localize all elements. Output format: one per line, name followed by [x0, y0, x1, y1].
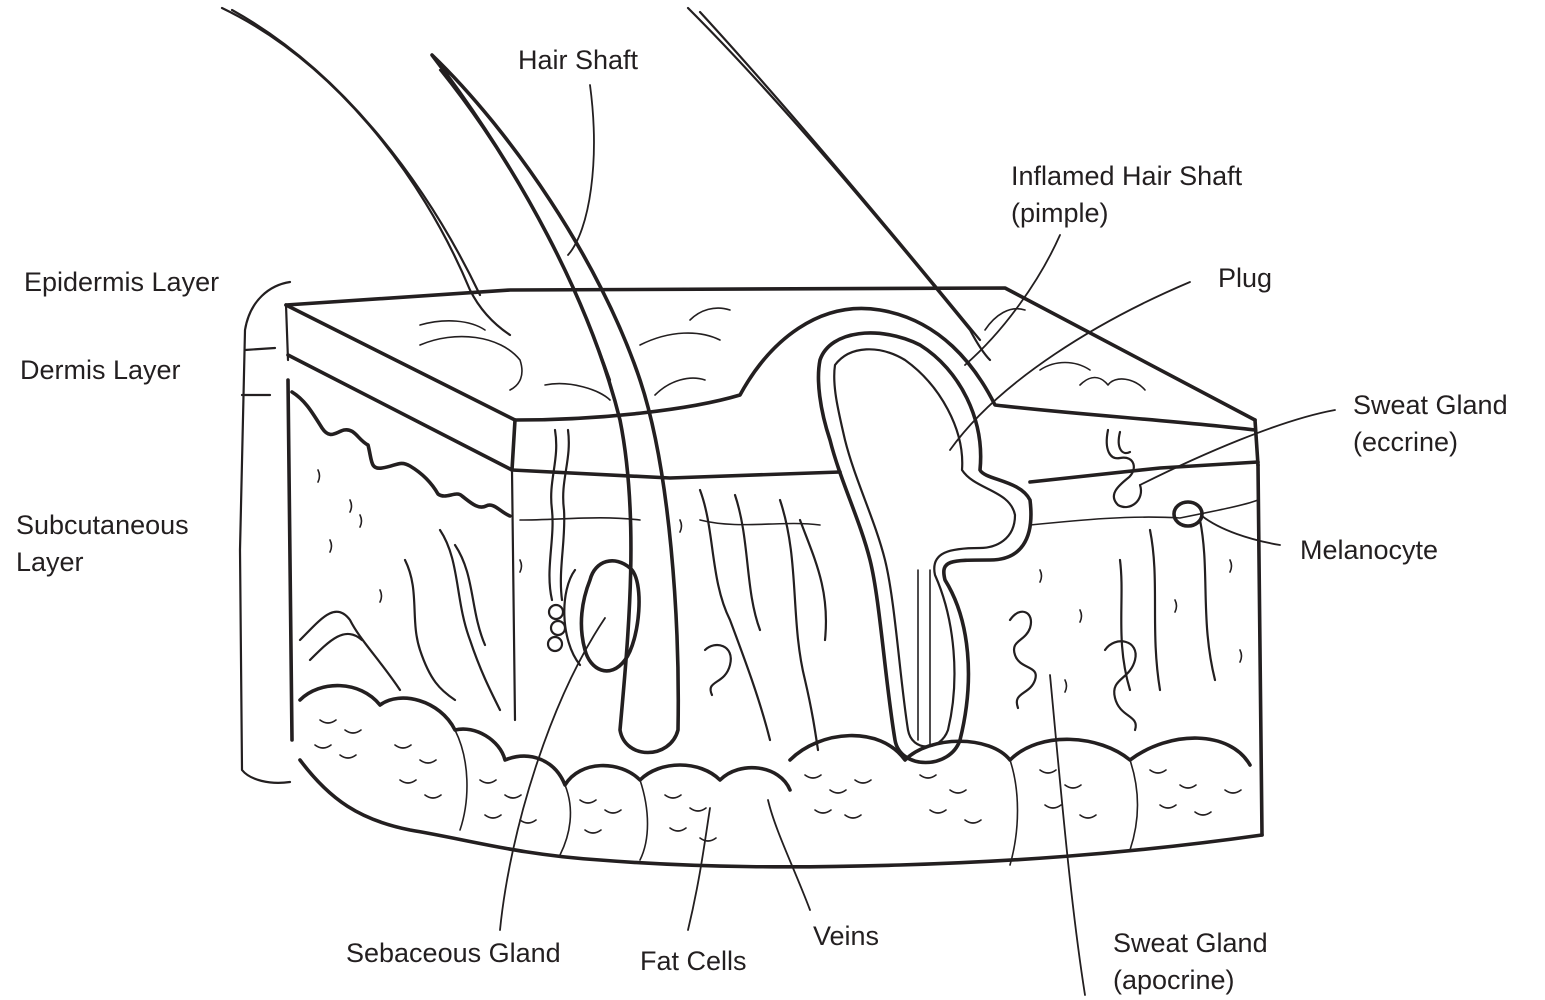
label-sebaceous-gland: Sebaceous Gland — [346, 935, 561, 972]
label-inflamed-line2: (pimple) — [1011, 195, 1242, 232]
eccrine-coil-left — [548, 430, 569, 651]
apocrine-coils — [705, 612, 1136, 730]
label-veins: Veins — [813, 918, 879, 955]
label-melanocyte: Melanocyte — [1300, 532, 1438, 569]
label-sebaceous-text: Sebaceous Gland — [346, 935, 561, 972]
label-inflamed-line1: Inflamed Hair Shaft — [1011, 158, 1242, 195]
label-melanocyte-text: Melanocyte — [1300, 532, 1438, 569]
label-subcutaneous: Subcutaneous Layer — [16, 507, 189, 581]
label-epidermis-text: Epidermis Layer — [24, 264, 219, 301]
label-dermis: Dermis Layer — [20, 352, 181, 389]
skin-block-outline — [286, 288, 1262, 867]
label-fat-cells-text: Fat Cells — [640, 943, 747, 980]
hair-right — [688, 8, 990, 360]
label-apocrine-line2: (apocrine) — [1113, 962, 1268, 999]
hair-shaft-main — [432, 55, 678, 753]
label-subcutaneous-line1: Subcutaneous — [16, 507, 189, 544]
label-veins-text: Veins — [813, 918, 879, 955]
label-hair-shaft: Hair Shaft — [518, 42, 638, 79]
label-sweat-gland-apocrine: Sweat Gland (apocrine) — [1113, 925, 1268, 999]
layer-bracket — [240, 282, 290, 783]
fat-lobules — [300, 686, 1250, 865]
label-dermis-text: Dermis Layer — [20, 352, 181, 389]
label-inflamed-hair-shaft: Inflamed Hair Shaft (pimple) — [1011, 158, 1242, 232]
hair-left — [222, 8, 510, 335]
label-plug-text: Plug — [1218, 260, 1272, 297]
fat-cell-texture — [315, 720, 1241, 841]
label-eccrine-line2: (eccrine) — [1353, 424, 1508, 461]
surface-texture — [420, 308, 1145, 400]
label-subcutaneous-line2: Layer — [16, 544, 189, 581]
eccrine-gland-right — [1107, 430, 1141, 507]
label-eccrine-line1: Sweat Gland — [1353, 387, 1508, 424]
label-hair-shaft-text: Hair Shaft — [518, 42, 638, 79]
label-epidermis: Epidermis Layer — [24, 264, 219, 301]
label-apocrine-line1: Sweat Gland — [1113, 925, 1268, 962]
label-fat-cells: Fat Cells — [640, 943, 747, 980]
label-plug: Plug — [1218, 260, 1272, 297]
label-sweat-gland-eccrine: Sweat Gland (eccrine) — [1353, 387, 1508, 461]
